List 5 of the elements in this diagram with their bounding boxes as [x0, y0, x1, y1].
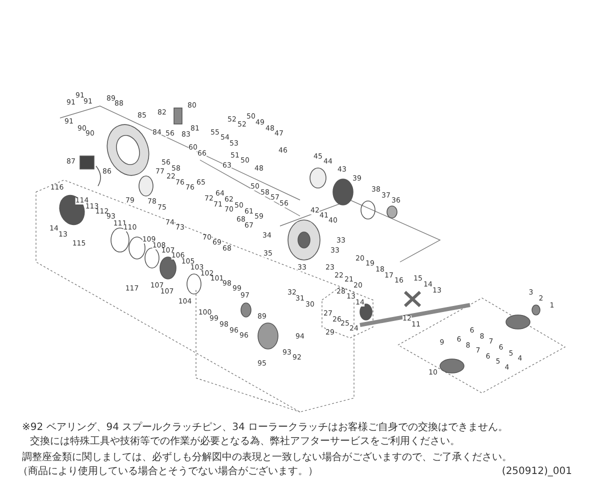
note-text: (250912)_001	[502, 466, 572, 478]
note-text: 交換には特殊工具や技術等での作業が必要となる為、弊社アフターサービスをご利用ください。	[30, 436, 460, 448]
note-text: （商品により使用している場合とそうでない場合がございます。）	[18, 466, 318, 478]
note-text: ※92 ベアリング、94 スプールクラッチピン、34 ローラークラッチはお客様ご自身での交換はできません。	[22, 422, 508, 434]
note-text: 調整座金類に関しましては、必ずしも分解図中の表現と一致しない場合がございますので、ご了承ください。	[22, 452, 512, 464]
